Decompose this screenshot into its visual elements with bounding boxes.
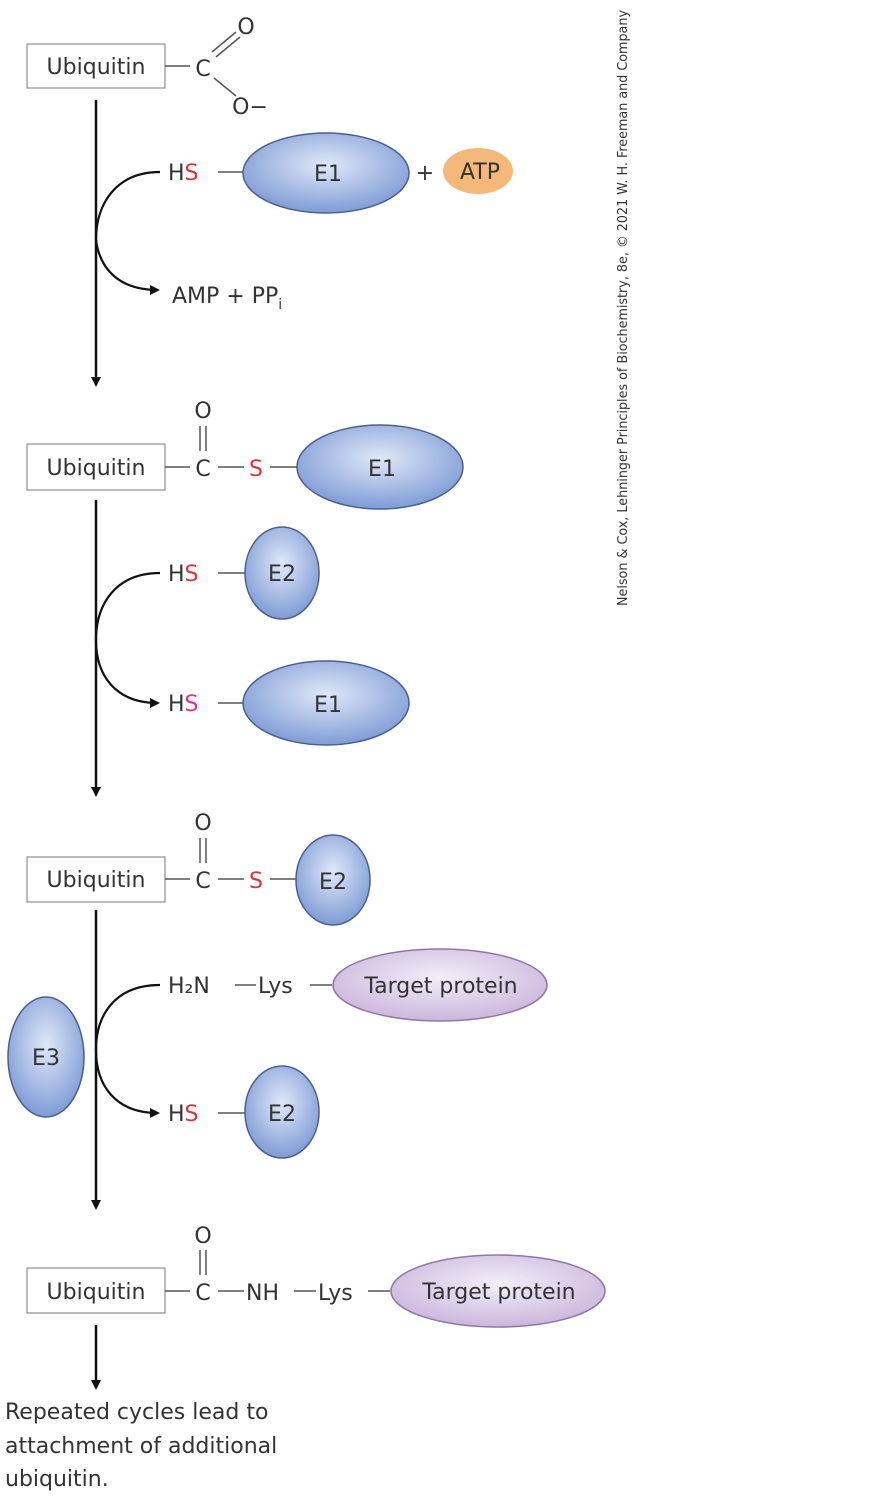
sulfur-label: S (249, 869, 263, 894)
e2-label: E2 (268, 1102, 296, 1127)
ubiquitin-box (26, 443, 166, 491)
e1-enzyme (242, 132, 410, 214)
amide-nh-label: NH (246, 1281, 279, 1306)
oxygen-label: O (237, 15, 254, 40)
footer-line: ubiquitin. (5, 1467, 109, 1492)
e2-label: E2 (268, 562, 296, 587)
oxygen-anion-label: O− (232, 95, 268, 120)
ubiquitin-label: Ubiquitin (47, 1280, 146, 1305)
atp-molecule (443, 148, 513, 194)
e1-enzyme (242, 660, 410, 746)
target-protein (390, 1254, 606, 1328)
e2-enzyme (244, 1065, 320, 1159)
oxygen-label: O (194, 1224, 211, 1249)
target-protein (332, 948, 548, 1022)
hs-e1-label: HS (168, 161, 199, 186)
e1-label: E1 (368, 457, 396, 482)
oxygen-label: O (194, 399, 211, 424)
carbon-label: C (195, 457, 210, 482)
ubiquitin-box (26, 856, 166, 903)
ubiquitin-label: Ubiquitin (47, 55, 146, 80)
footer-line: attachment of additional (5, 1434, 277, 1459)
footer-line: Repeated cycles lead to (5, 1400, 268, 1425)
lysine-label: Lys (258, 974, 293, 999)
copyright-credit: Nelson & Cox, Lehninger Principles of Bi… (616, 10, 631, 606)
e1-enzyme (296, 424, 464, 510)
ubiquitin-box (26, 1267, 166, 1314)
amp-ppi-label: AMP + PPi (172, 284, 282, 313)
sulfur-label: S (249, 457, 263, 482)
e3-label: E3 (32, 1046, 60, 1071)
hs-e2-label: HS (168, 1102, 199, 1127)
target-protein-label: Target protein (421, 1280, 575, 1305)
amine-label: H₂N (168, 974, 210, 999)
e3-enzyme (7, 996, 85, 1118)
carbon-label: C (195, 57, 210, 82)
e2-enzyme (295, 834, 371, 926)
carbon-label: C (195, 869, 210, 894)
ubiquitin-box (26, 43, 166, 89)
e2-enzyme (244, 526, 320, 620)
lysine-label: Lys (318, 1281, 353, 1306)
e1-label: E1 (314, 693, 342, 718)
ubiquitin-label: Ubiquitin (47, 868, 146, 893)
hs-e1-label: HS (168, 692, 199, 717)
ubiquitin-carboxylate: Ubiquitin C O O− (26, 15, 268, 120)
hs-e2-label: HS (168, 562, 199, 587)
target-protein-label: Target protein (363, 974, 517, 999)
oxygen-label: O (194, 811, 211, 836)
carbon-label: C (195, 1281, 210, 1306)
e1-label: E1 (314, 162, 342, 187)
e2-label: E2 (319, 870, 347, 895)
atp-label: ATP (460, 160, 500, 185)
plus-sign: + (416, 161, 434, 186)
ubiquitin-label: Ubiquitin (47, 456, 146, 481)
